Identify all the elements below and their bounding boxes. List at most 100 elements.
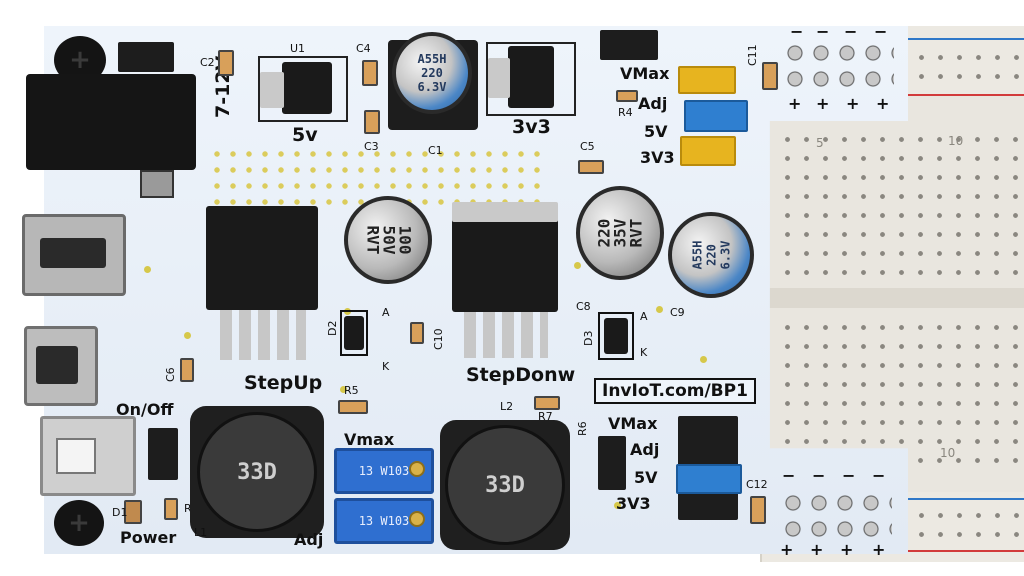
top-rail-pads[interactable] [782, 40, 894, 92]
column-number: 5 [816, 136, 824, 150]
anode-label: A [640, 310, 648, 323]
top-select-5v: 5V [644, 122, 668, 141]
rail-holes [912, 506, 1024, 546]
rail-minus-sign: − [790, 22, 804, 41]
regulator-3v3-outline [486, 42, 576, 116]
inductor-l2: 33D [440, 420, 570, 550]
jumper-selected-5v[interactable] [684, 100, 748, 132]
cap-marking-line: RVT [363, 225, 382, 255]
diode-d3-outline [598, 312, 634, 360]
refdes-c9: C9 [670, 306, 685, 319]
column-number: 10 [940, 446, 956, 460]
cap-marking-line: 220 [421, 66, 443, 80]
stepup-ic-pins [220, 310, 306, 360]
on-off-label: On/Off [116, 400, 174, 419]
stepdown-converter-ic [452, 204, 558, 312]
rail-minus-sign: − [874, 22, 888, 41]
via [656, 306, 663, 313]
refdes-c6: C6 [164, 367, 177, 382]
bottom-select-3v3: 3V3 [616, 494, 651, 513]
switch-pin-header[interactable] [148, 428, 178, 480]
cathode-label: K [382, 360, 390, 373]
refdes-d3: D3 [582, 330, 595, 346]
refdes-c3: C3 [364, 140, 379, 153]
pin-header[interactable] [118, 42, 174, 72]
top-select-vmax: VMax [620, 64, 670, 83]
vmax-pot-label: Vmax [344, 430, 395, 449]
mounting-screw-icon [54, 500, 104, 546]
refdes-c5: C5 [580, 140, 595, 153]
cathode-label: K [640, 346, 648, 359]
resistor-r4 [616, 90, 638, 102]
capacitor-c3 [364, 110, 380, 134]
capacitor-c6 [180, 358, 194, 382]
cap-marking-line: A55H [417, 52, 447, 66]
refdes-c8: C8 [576, 300, 591, 313]
jumper-yellow[interactable] [678, 66, 736, 94]
stepdown-ic-tab [452, 202, 558, 222]
trimmer-screw-icon[interactable] [409, 511, 425, 527]
top-select-3v3: 3V3 [640, 148, 675, 167]
via [184, 332, 191, 339]
pot-marking: 13 W103 [358, 464, 410, 478]
usb-socket-icon [40, 238, 106, 268]
anode-label: A [382, 306, 390, 319]
power-led [124, 500, 142, 524]
capacitor-c10 [410, 322, 424, 344]
rail-plus-sign: + [816, 94, 830, 113]
adj-trimmer-pot[interactable]: 13 W103 [334, 498, 434, 544]
refdes-d2: D2 [326, 320, 339, 336]
inductor-marking: 33D [237, 459, 277, 485]
diode-d2-outline [340, 310, 368, 356]
rail-minus-sign: − [816, 22, 830, 41]
rail-plus-sign: + [840, 540, 854, 559]
adj-pot-label: Adj [294, 530, 324, 549]
refdes-c4: C4 [356, 42, 371, 55]
stepup-converter-ic [206, 206, 318, 310]
breadboard-center-gap [762, 288, 1024, 308]
inductor-core: 33D [197, 412, 317, 532]
bottom-pin-header[interactable] [598, 436, 626, 490]
mini-usb-port[interactable] [22, 214, 126, 296]
cap-marking-line: A55H [690, 240, 704, 270]
regulator-3v3 [508, 46, 554, 108]
via [144, 266, 151, 273]
dc-barrel-jack[interactable] [26, 74, 196, 170]
jumper-yellow[interactable] [680, 136, 736, 166]
inductor-l1: 33D [190, 406, 324, 538]
jumper-selected-5v[interactable] [676, 464, 742, 494]
rail-minus-sign: − [844, 22, 858, 41]
vmax-trimmer-pot[interactable]: 13 W103 [334, 448, 434, 494]
bottom-rail-pads[interactable] [780, 490, 892, 542]
refdes-l2: L2 [500, 400, 514, 413]
capacitor-c5 [578, 160, 604, 174]
breadboard-holes-lower [778, 318, 1018, 468]
power-switch-slider[interactable] [56, 438, 96, 474]
refdes-c12: C12 [746, 478, 768, 491]
trimmer-screw-icon[interactable] [409, 461, 425, 477]
via [574, 262, 581, 269]
barrel-jack-tab [140, 170, 174, 198]
resistor-r7 [534, 396, 560, 410]
column-number: 10 [948, 134, 964, 148]
top-pin-header[interactable] [600, 30, 658, 60]
inductor-core: 33D [445, 425, 565, 545]
regulator-tab [488, 58, 510, 98]
capacitor-c4 [362, 60, 378, 86]
stepdown-label: StepDonw [466, 364, 576, 386]
rail-minus-sign: − [842, 466, 856, 485]
rail-plus-sign: + [780, 540, 794, 559]
regulator-3v3-label: 3v3 [512, 116, 551, 138]
via [614, 502, 621, 509]
via [700, 356, 707, 363]
breadboard-holes-upper [778, 130, 1018, 280]
resistor-r1 [164, 498, 178, 520]
power-led-label: Power [120, 528, 177, 547]
refdes-r6: R6 [576, 421, 589, 436]
refdes-c10: C10 [432, 328, 445, 350]
